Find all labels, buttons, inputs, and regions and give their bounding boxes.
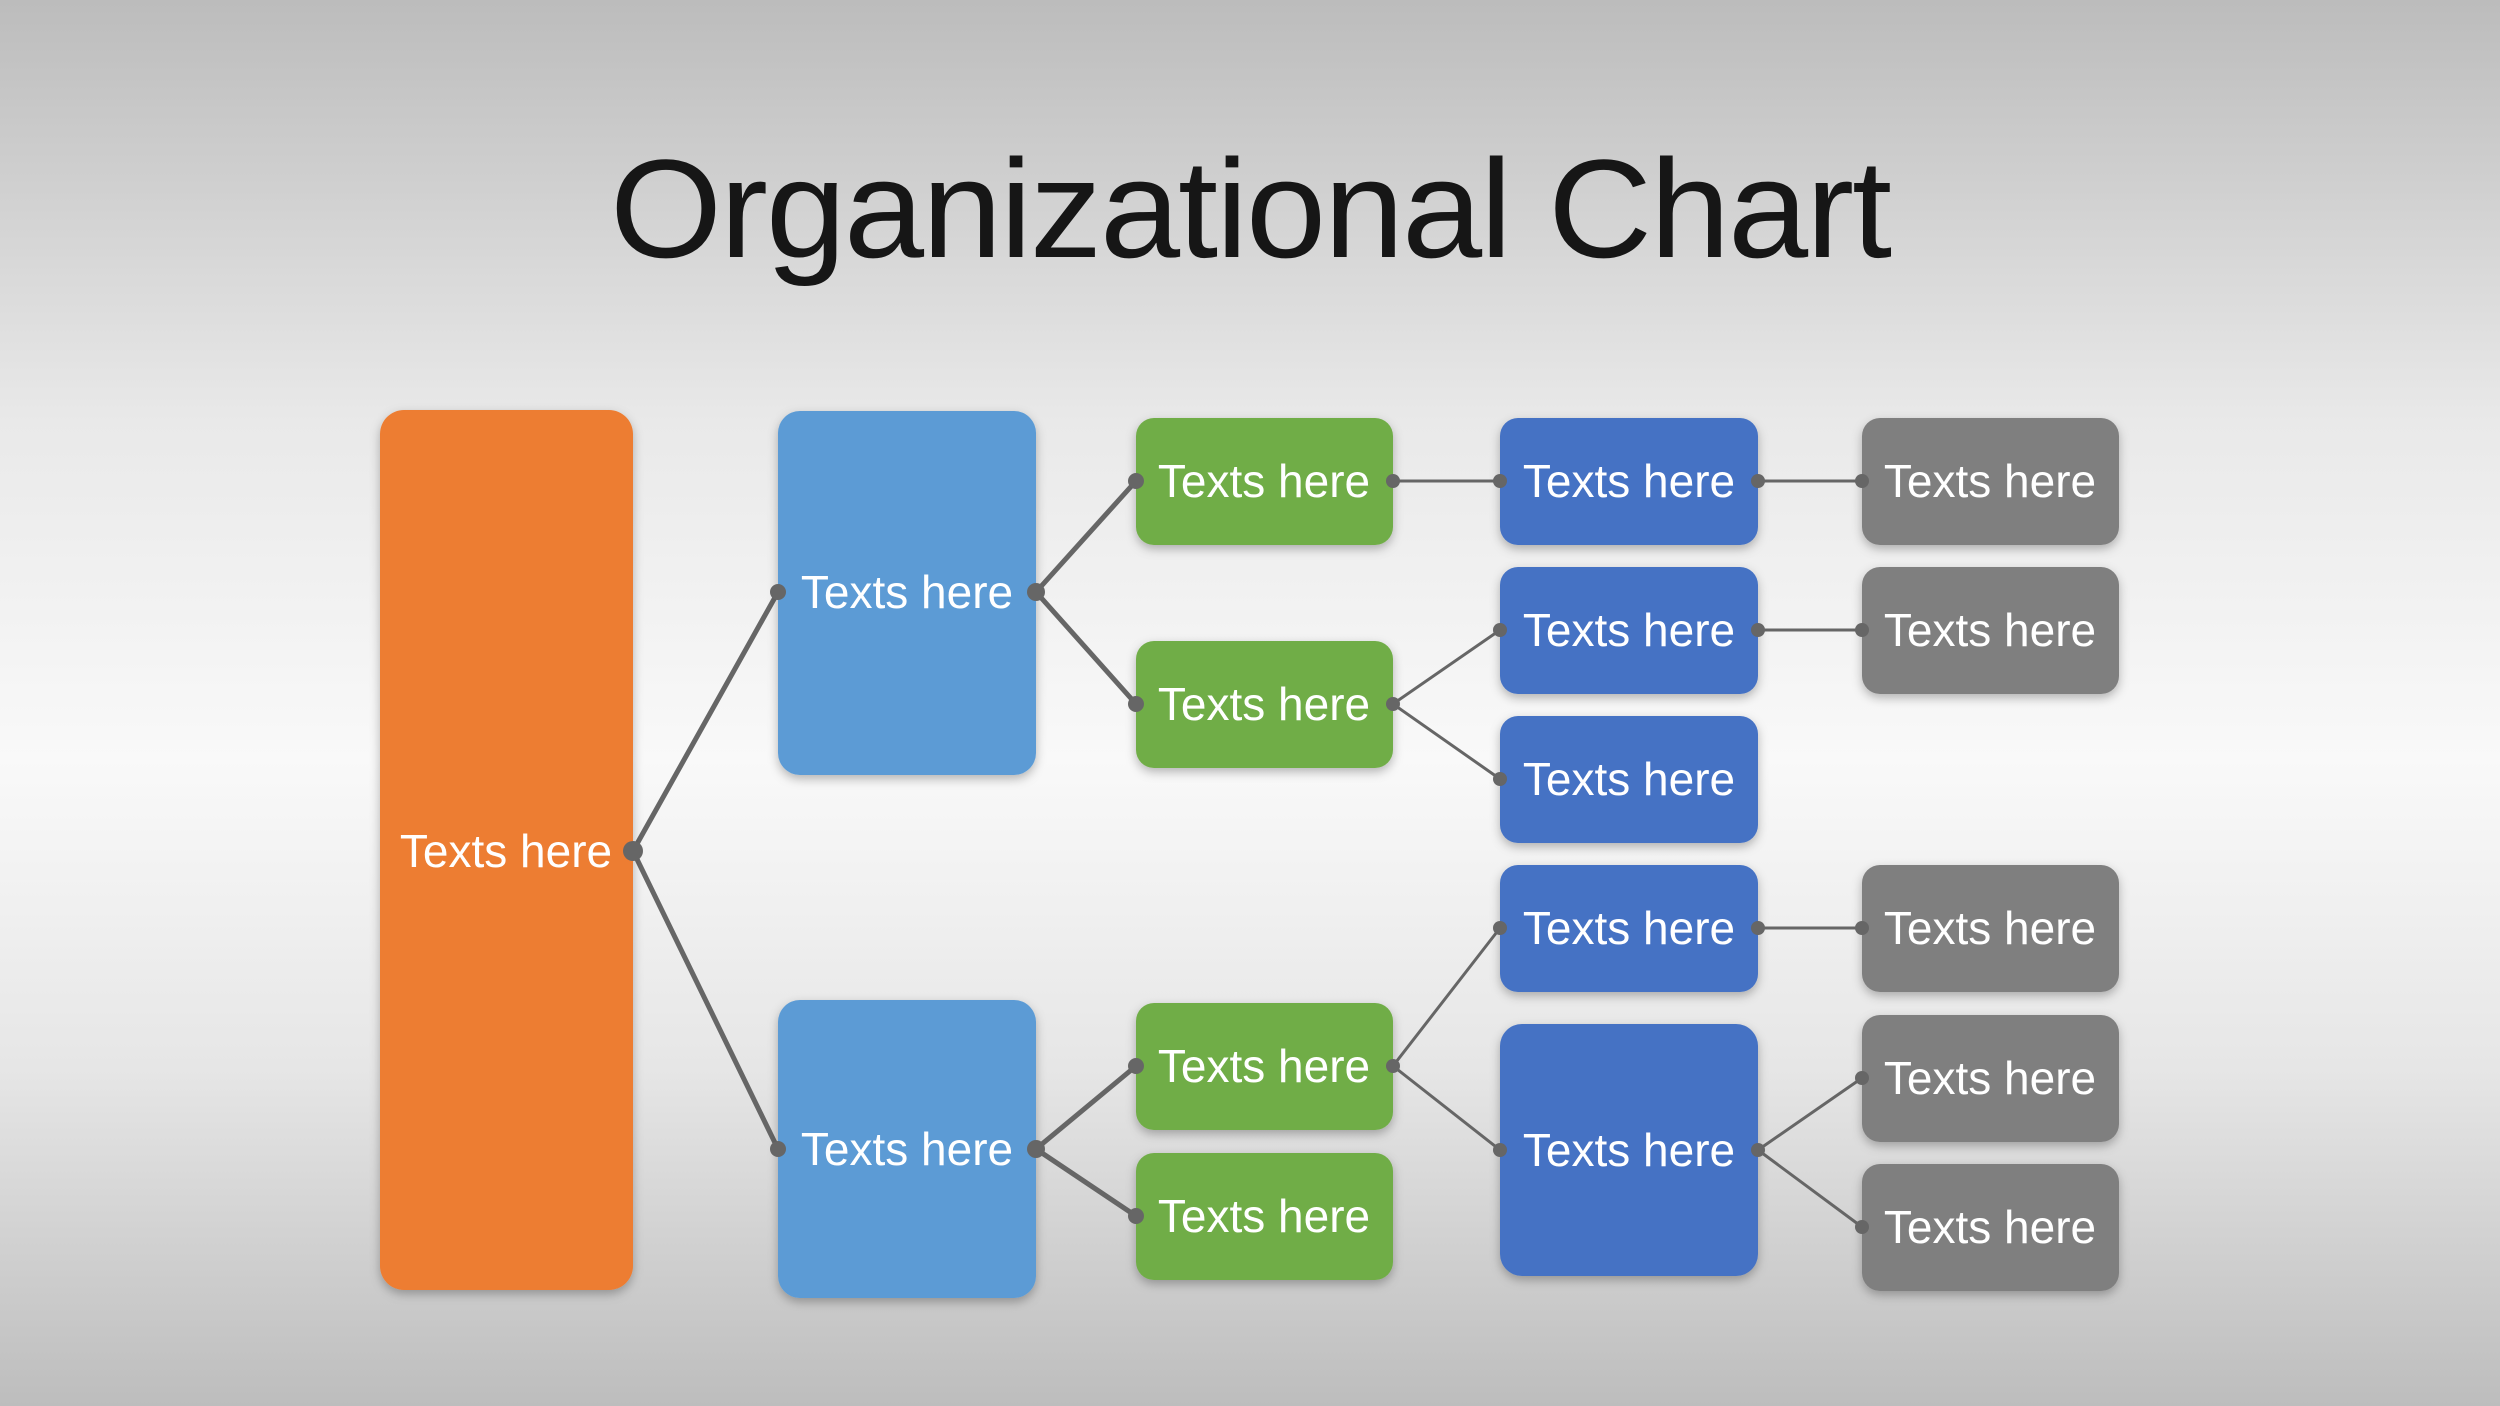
- connector-dot: [1386, 697, 1400, 711]
- connector-dots: [623, 473, 1869, 1234]
- node-branch-top-box: [778, 411, 1036, 775]
- node-blue-3[interactable]: Texts here: [1500, 716, 1758, 843]
- node-gray-4-box: [1862, 1015, 2119, 1142]
- node-gray-3-label: Texts here: [1884, 902, 2096, 954]
- node-green-2-label: Texts here: [1158, 678, 1370, 730]
- node-green-1-label: Texts here: [1158, 455, 1370, 507]
- node-green-3[interactable]: Texts here: [1136, 1003, 1393, 1130]
- connector-line: [1391, 628, 1502, 706]
- node-blue-4-box: [1500, 865, 1758, 992]
- node-blue-2[interactable]: Texts here: [1500, 567, 1758, 694]
- connector-dot: [1855, 921, 1869, 935]
- org-chart-nodes: Texts here Texts here Texts here Texts h…: [380, 410, 2119, 1298]
- node-gray-3-box: [1862, 865, 2119, 992]
- node-blue-3-box: [1500, 716, 1758, 843]
- connector-dot: [1855, 1220, 1869, 1234]
- node-root[interactable]: Texts here: [380, 410, 633, 1290]
- slide-title: Organizational Chart: [610, 130, 1891, 287]
- node-blue-5[interactable]: Texts here: [1500, 1024, 1758, 1276]
- node-green-4-label: Texts here: [1158, 1190, 1370, 1242]
- connector-line: [1391, 926, 1502, 1068]
- node-blue-1-label: Texts here: [1523, 455, 1735, 507]
- connector-dot: [1027, 583, 1045, 601]
- connector-dot: [1855, 474, 1869, 488]
- node-root-box: [380, 410, 633, 1290]
- connector-dot: [1493, 1143, 1507, 1157]
- node-green-1-box: [1136, 418, 1393, 545]
- connector-line: [1033, 478, 1139, 595]
- connector-line: [1033, 1063, 1139, 1152]
- node-gray-2[interactable]: Texts here: [1862, 567, 2119, 694]
- connector-dot: [1386, 1059, 1400, 1073]
- node-green-4-box: [1136, 1153, 1393, 1280]
- connector-dot: [623, 841, 643, 861]
- node-branch-bottom[interactable]: Texts here: [778, 1000, 1036, 1298]
- node-gray-5-box: [1862, 1164, 2119, 1291]
- connector-line: [1033, 589, 1139, 707]
- connector-dot: [770, 584, 786, 600]
- node-gray-1[interactable]: Texts here: [1862, 418, 2119, 545]
- connector-dot: [1493, 921, 1507, 935]
- node-gray-1-box: [1862, 418, 2119, 545]
- node-green-2-box: [1136, 641, 1393, 768]
- node-root-label: Texts here: [400, 825, 612, 877]
- connector-dot: [1751, 623, 1765, 637]
- connector-dot: [1128, 1208, 1144, 1224]
- node-green-4[interactable]: Texts here: [1136, 1153, 1393, 1280]
- node-branch-top[interactable]: Texts here: [778, 411, 1036, 775]
- connector-line: [1756, 1148, 1864, 1229]
- connector-dot: [1751, 1143, 1765, 1157]
- connector-dot: [1027, 1140, 1045, 1158]
- node-branch-top-label: Texts here: [801, 566, 1013, 618]
- node-gray-2-label: Texts here: [1884, 604, 2096, 656]
- connector-dot: [1751, 921, 1765, 935]
- node-gray-5-label: Texts here: [1884, 1201, 2096, 1253]
- connector-dot: [1493, 474, 1507, 488]
- connector-dot: [1493, 772, 1507, 786]
- connector-dot: [1751, 474, 1765, 488]
- node-green-2[interactable]: Texts here: [1136, 641, 1393, 768]
- connector-line: [1033, 1146, 1139, 1219]
- node-green-3-label: Texts here: [1158, 1040, 1370, 1092]
- connector-dot: [1855, 1071, 1869, 1085]
- connector-dot: [1386, 474, 1400, 488]
- node-green-3-box: [1136, 1003, 1393, 1130]
- connector-dot: [1128, 696, 1144, 712]
- connector-dot: [1128, 1058, 1144, 1074]
- node-blue-5-label: Texts here: [1523, 1124, 1735, 1176]
- node-gray-1-label: Texts here: [1884, 455, 2096, 507]
- node-branch-bottom-box: [778, 1000, 1036, 1298]
- node-blue-1[interactable]: Texts here: [1500, 418, 1758, 545]
- node-blue-2-label: Texts here: [1523, 604, 1735, 656]
- node-blue-3-label: Texts here: [1523, 753, 1735, 805]
- node-branch-bottom-label: Texts here: [801, 1123, 1013, 1175]
- node-blue-4[interactable]: Texts here: [1500, 865, 1758, 992]
- connector-lines: [630, 478, 1864, 1229]
- node-gray-4[interactable]: Texts here: [1862, 1015, 2119, 1142]
- connector-dot: [1855, 623, 1869, 637]
- connector-line: [630, 848, 781, 1152]
- node-gray-2-box: [1862, 567, 2119, 694]
- node-gray-3[interactable]: Texts here: [1862, 865, 2119, 992]
- node-blue-4-label: Texts here: [1523, 902, 1735, 954]
- node-green-1[interactable]: Texts here: [1136, 418, 1393, 545]
- connector-line: [1756, 1076, 1864, 1152]
- node-gray-4-label: Texts here: [1884, 1052, 2096, 1104]
- connector-dot: [1493, 623, 1507, 637]
- connector-dot: [770, 1141, 786, 1157]
- connector-line: [630, 589, 781, 854]
- node-gray-5[interactable]: Texts here: [1862, 1164, 2119, 1291]
- node-blue-5-box: [1500, 1024, 1758, 1276]
- connector-line: [1391, 1064, 1502, 1152]
- connector-line: [1391, 702, 1502, 781]
- node-blue-2-box: [1500, 567, 1758, 694]
- node-blue-1-box: [1500, 418, 1758, 545]
- connector-dot: [1128, 473, 1144, 489]
